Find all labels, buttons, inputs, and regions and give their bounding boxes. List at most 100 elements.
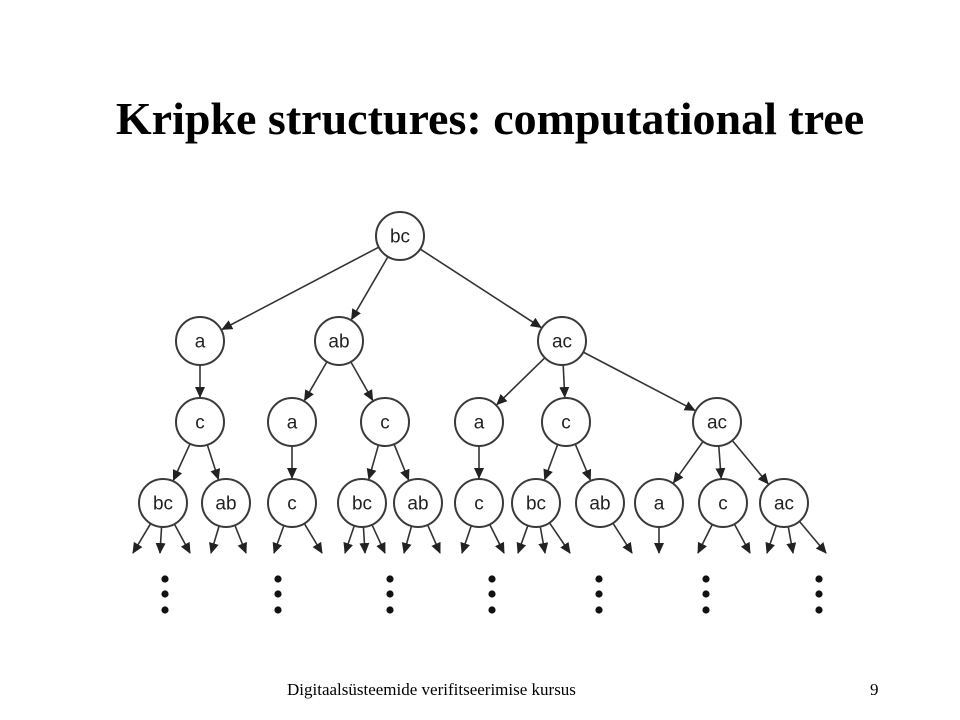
continuation-arrow xyxy=(538,526,549,554)
continuation-arrow xyxy=(132,523,152,554)
state-node-label: c xyxy=(287,494,297,515)
state-node-ab: ab xyxy=(314,316,364,366)
state-node-circle xyxy=(175,397,225,447)
state-node-ac: ac xyxy=(537,316,587,366)
ellipsis-dot xyxy=(386,590,394,598)
state-node-circle xyxy=(698,478,748,528)
continuation-arrow xyxy=(209,525,220,554)
tree-edge-arrow xyxy=(559,364,570,399)
continuation-arrow xyxy=(272,525,285,554)
state-node-ab: ab xyxy=(575,478,625,528)
state-node-bc: bc xyxy=(337,478,387,528)
state-node-circle xyxy=(759,478,809,528)
tree-edge-arrow xyxy=(366,444,380,480)
continuation-arrow xyxy=(612,522,633,554)
state-node-label: a xyxy=(287,413,298,434)
tree-edge-arrow xyxy=(672,441,704,484)
state-node-bc: bc xyxy=(511,478,561,528)
state-node-circle xyxy=(337,478,387,528)
ellipsis-dot xyxy=(161,590,169,598)
state-node-label: c xyxy=(380,413,390,434)
footer-text: Digitaalsüsteemide verifitseerimise kurs… xyxy=(287,680,576,699)
ellipsis-dot xyxy=(161,606,169,614)
state-node-ab: ab xyxy=(393,478,443,528)
state-node-label: ab xyxy=(215,494,236,515)
continuation-arrow xyxy=(489,524,505,554)
ellipsis-dot xyxy=(488,590,496,598)
continuation-arrow xyxy=(303,523,323,554)
ellipsis-dot xyxy=(386,575,394,583)
state-node-bc: bc xyxy=(375,211,425,261)
state-node-circle xyxy=(175,316,225,366)
state-node-label: c xyxy=(474,494,484,515)
tree-edge-arrow xyxy=(303,361,328,402)
ellipsis-dot xyxy=(386,606,394,614)
state-node-c: c xyxy=(360,397,410,447)
tree-edge-arrow xyxy=(731,439,769,485)
state-node-circle xyxy=(267,397,317,447)
continuation-arrow xyxy=(460,525,473,554)
state-node-c: c xyxy=(454,478,504,528)
ellipsis-dot xyxy=(488,575,496,583)
state-node-circle xyxy=(267,478,317,528)
state-node-label: ab xyxy=(328,332,349,353)
tree-edge-arrow xyxy=(715,445,726,480)
continuation-arrow xyxy=(401,525,413,554)
state-node-ac: ac xyxy=(759,478,809,528)
tree-edge-arrow xyxy=(543,444,559,481)
ellipsis-dot xyxy=(595,575,603,583)
state-node-label: bc xyxy=(526,494,546,515)
state-node-label: c xyxy=(718,494,728,515)
state-node-bc: bc xyxy=(138,478,188,528)
tree-edge-arrow xyxy=(172,443,191,482)
state-node-circle xyxy=(537,316,587,366)
state-node-label: ac xyxy=(774,494,794,515)
continuation-arrow xyxy=(798,520,827,554)
ellipsis-dot xyxy=(815,575,823,583)
state-node-c: c xyxy=(175,397,225,447)
state-node-circle xyxy=(138,478,188,528)
continuation-arrow xyxy=(733,523,751,554)
state-node-label: a xyxy=(654,494,665,515)
state-node-label: a xyxy=(195,332,206,353)
state-node-circle xyxy=(634,478,684,528)
tree-edge-arrow xyxy=(582,351,696,412)
continuation-arrow xyxy=(765,525,778,554)
continuation-arrow xyxy=(786,526,797,554)
state-node-a: a xyxy=(267,397,317,447)
continuation-arrow xyxy=(343,525,356,554)
tree-edge-arrow xyxy=(206,444,221,481)
state-node-label: ab xyxy=(407,494,428,515)
state-node-circle xyxy=(201,478,251,528)
tree-edge-arrow xyxy=(496,357,546,406)
state-node-label: c xyxy=(195,413,205,434)
state-node-circle xyxy=(511,478,561,528)
ellipsis-dot xyxy=(702,590,710,598)
state-node-a: a xyxy=(634,478,684,528)
state-node-label: bc xyxy=(153,494,173,515)
state-node-label: a xyxy=(474,413,485,434)
ellipsis-dot xyxy=(161,575,169,583)
state-node-label: ac xyxy=(707,413,727,434)
state-node-circle xyxy=(360,397,410,447)
state-node-circle xyxy=(314,316,364,366)
page-number: 9 xyxy=(870,680,879,699)
state-node-circle xyxy=(454,397,504,447)
tree-edge-arrow xyxy=(419,248,542,329)
state-node-label: ac xyxy=(552,332,572,353)
ellipsis-dot xyxy=(702,575,710,583)
ellipsis-dot xyxy=(274,606,282,614)
tree-edge-arrow xyxy=(350,361,374,402)
state-node-label: ab xyxy=(589,494,610,515)
state-node-circle xyxy=(575,478,625,528)
continuation-arrow xyxy=(548,522,571,554)
state-node-c: c xyxy=(541,397,591,447)
continuation-arrow xyxy=(173,523,191,554)
state-node-c: c xyxy=(698,478,748,528)
state-node-ab: ab xyxy=(201,478,251,528)
tree-edge-arrow xyxy=(350,256,389,321)
continuation-arrow xyxy=(234,524,247,554)
ellipsis-dot xyxy=(595,606,603,614)
continuation-arrow xyxy=(697,524,713,554)
